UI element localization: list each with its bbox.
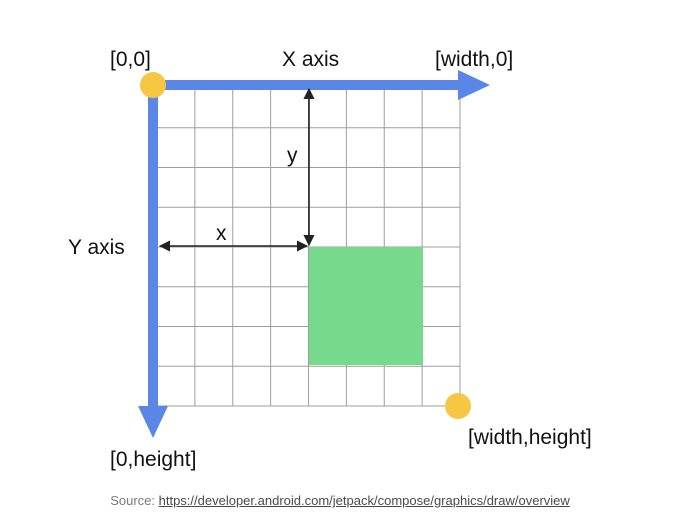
bottom-right-dot [445,393,471,419]
drawn-rectangle [309,247,423,365]
width-zero-label: [width,0] [435,48,513,71]
origin-dot [140,72,166,98]
source-link[interactable]: https://developer.android.com/jetpack/co… [158,493,570,508]
y-offset-label: y [287,144,298,167]
y-axis-label: Y axis [68,236,125,259]
width-height-label: [width,height] [468,426,592,449]
zero-height-label: [0,height] [110,448,196,471]
origin-label: [0,0] [110,48,151,71]
x-axis-arrow [152,70,490,100]
x-offset-label: x [216,222,227,245]
x-axis-label: X axis [282,48,339,71]
source-prefix: Source: [110,493,159,508]
source-caption: Source: https://developer.android.com/je… [0,493,680,508]
y-axis-arrow [138,84,168,438]
